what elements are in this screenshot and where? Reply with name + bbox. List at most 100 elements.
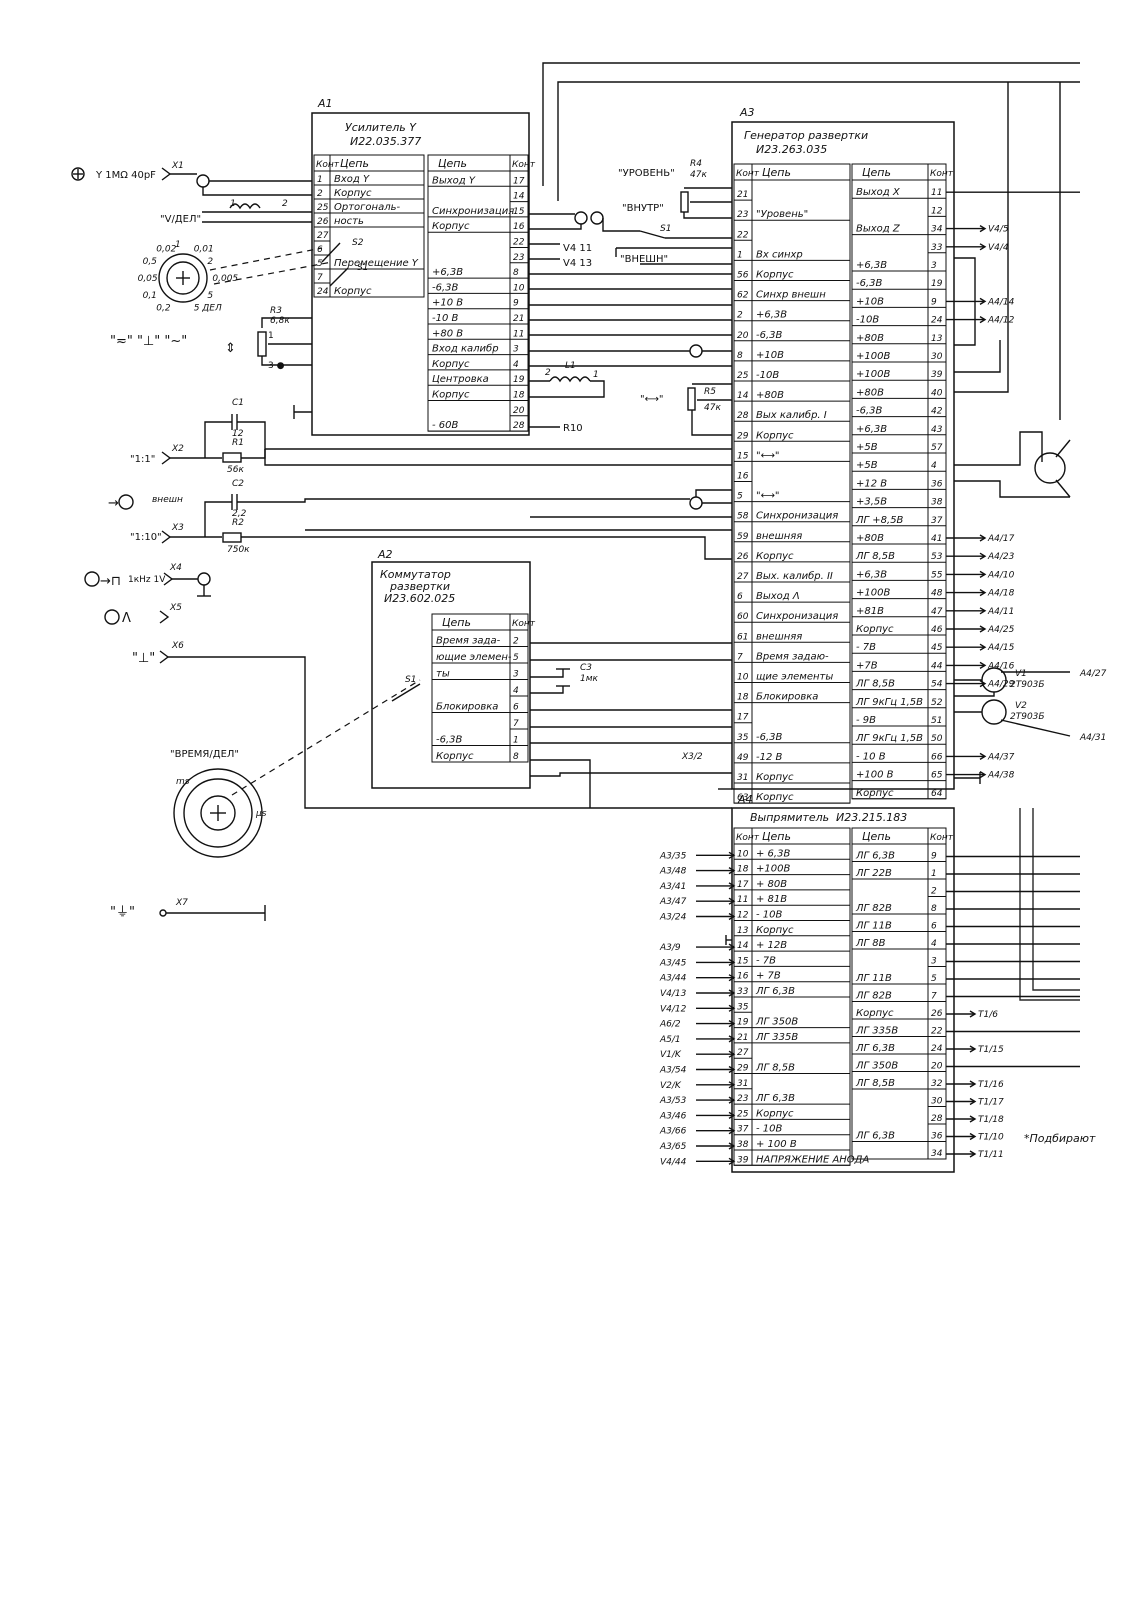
a3-right-pin-44: 44 xyxy=(931,661,943,671)
v1-ref: V1 xyxy=(1015,669,1027,679)
x6-label: "⊥" xyxy=(132,651,155,666)
a3-right-pin-36: 36 xyxy=(931,479,943,489)
a3-right-name-15: +5В xyxy=(856,460,878,471)
time-knob[interactable] xyxy=(200,795,236,831)
a4-right-net-17: T1/11 xyxy=(978,1150,1004,1160)
a3-right-pin-4: 4 xyxy=(931,461,937,471)
a3-left-pin-25: 25 xyxy=(737,371,749,381)
a4-left-pin-31: 31 xyxy=(737,1079,748,1089)
a1-left-name-6: Перемещение Y xyxy=(334,258,419,269)
x3-label: "1:10" xyxy=(130,532,162,543)
a4-left-pin-38: 38 xyxy=(737,1140,749,1150)
a4-right-pin-26: 26 xyxy=(931,1009,943,1019)
a3-right-name-21: +6,3В xyxy=(856,569,887,580)
v2-ref: V2 xyxy=(1015,701,1027,711)
vdel-knob[interactable] xyxy=(166,261,200,295)
a3-left-name-4: Корпус xyxy=(756,270,794,281)
a4-left-name-16: ЛГ 6,3В xyxy=(755,1093,795,1104)
a3-right-pin-53: 53 xyxy=(931,552,943,562)
a3-left-pin-63: 63 xyxy=(737,793,749,803)
transistor-t1-icon xyxy=(1034,452,1066,484)
a3-left-pin-49: 49 xyxy=(737,753,749,763)
vdel-scale-5: 1 xyxy=(175,240,181,250)
a4-left-pin-25: 25 xyxy=(737,1109,749,1119)
a3-right-pin-11: 11 xyxy=(931,188,942,198)
a1-right-pin-19: 19 xyxy=(513,375,525,385)
a1-title: Усилитель Y xyxy=(345,121,417,134)
r4-ref: R4 xyxy=(690,159,702,169)
a3-right-name-17: +3,5В xyxy=(856,497,887,508)
a3-left-name-18: Корпус xyxy=(756,551,794,562)
r1-ref: R1 xyxy=(232,438,244,448)
a3-net-32: A4/38 xyxy=(987,771,1015,781)
a4-left-header-name: Цепь xyxy=(762,830,791,843)
x7-label: "⏚" xyxy=(110,905,135,920)
a3-right-pin-51: 51 xyxy=(931,716,942,726)
a3-left-pin-31: 31 xyxy=(737,773,748,783)
a4-left-pin-16: 16 xyxy=(737,972,749,982)
a4-left-pin-19: 19 xyxy=(737,1018,749,1028)
a3-right-pin-30: 30 xyxy=(931,352,943,362)
a3-left-pin-10: 10 xyxy=(737,673,749,683)
a2-header-pin: Конт xyxy=(512,619,536,629)
a3-left-name-9: -10В xyxy=(756,370,779,381)
a4-left-net-8: A3/44 xyxy=(659,974,687,984)
a4-left-name-18: - 10В xyxy=(756,1124,783,1135)
a4-right-pin-30: 30 xyxy=(931,1097,943,1107)
a4-right-name-13: ЛГ 8,5В xyxy=(855,1078,895,1089)
a4-left-net-16: A3/53 xyxy=(659,1096,687,1106)
r1-value: 56к xyxy=(227,465,244,475)
a4-right-pin-5: 5 xyxy=(931,974,937,984)
a1-right-name-12: Корпус xyxy=(432,359,470,370)
vnutr-label: "ВНУТР" xyxy=(622,203,664,214)
a4-left-name-17: Корпус xyxy=(756,1108,794,1119)
a1-right-name-3: Корпус xyxy=(432,221,470,232)
a1-right-name-11: Вход калибр xyxy=(432,343,499,355)
a1-right-pin-14: 14 xyxy=(513,192,525,202)
r5-ref: R5 xyxy=(704,387,716,397)
a3-right-pin-19: 19 xyxy=(931,279,943,289)
a4-left-name-0: + 6,3В xyxy=(756,848,790,859)
a3-left-name-3: Вх синхр xyxy=(756,249,803,260)
a3-left-pin-59: 59 xyxy=(737,532,749,542)
a3-right-name-24: Корпус xyxy=(856,624,894,635)
a4-right-pin-1: 1 xyxy=(931,869,937,879)
a3-net-19: A4/17 xyxy=(987,534,1015,544)
c3-value: 1мк xyxy=(580,674,599,684)
a4-right-pin-24: 24 xyxy=(931,1044,943,1054)
a3-right-pin-48: 48 xyxy=(931,589,943,599)
a4-right-name-8: ЛГ 82В xyxy=(855,991,892,1002)
a1-right-pin-18: 18 xyxy=(513,391,525,401)
a3-left-pin-22: 22 xyxy=(737,230,749,240)
c2-value: 2,2 xyxy=(232,509,247,519)
a4-left-name-4: - 10В xyxy=(756,910,783,921)
a3-right-pin-64: 64 xyxy=(931,789,943,799)
vdel-label: "V/ДЕЛ" xyxy=(160,214,201,225)
a3-left-pin-62: 62 xyxy=(737,291,749,301)
a1-right-pin-17: 17 xyxy=(513,176,525,186)
l1-pin-1: 1 xyxy=(593,370,599,380)
c2-ref: C2 xyxy=(232,479,244,489)
a1-code: И22.035.377 xyxy=(350,135,421,148)
a3-right-name-20: ЛГ 8,5В xyxy=(855,551,895,562)
s2-label: S2 xyxy=(352,238,364,248)
a4-left-net-14: A3/54 xyxy=(659,1066,687,1076)
a3-left-pin-16: 16 xyxy=(737,472,749,482)
a4-right-name-3: ЛГ 82В xyxy=(855,903,892,914)
l-coil-label-2: 2 xyxy=(282,199,288,209)
a1-right-name-16: - 60В xyxy=(432,420,459,431)
a3-left-name-15: "⟷" xyxy=(756,491,780,502)
a1-right-name-0: Выход Y xyxy=(432,175,476,186)
a3-left-name-13: "⟷" xyxy=(756,450,780,461)
a2-pin-1: 1 xyxy=(513,736,519,746)
a1-left-pin-1: 1 xyxy=(317,175,323,185)
time-div-switch: "ВРЕМЯ/ДЕЛ" ms μs S1 xyxy=(170,675,421,858)
a3-left-name-25: Блокировка xyxy=(756,692,818,703)
a4-left-pin-27: 27 xyxy=(737,1048,749,1058)
a3-left-name-1: "Уровень" xyxy=(756,209,808,220)
a3-right-name-31: - 10 В xyxy=(856,751,886,762)
a3-right-pin-55: 55 xyxy=(931,570,943,580)
block-a2: A2 Коммутатор развертки И23.602.025 Конт… xyxy=(371,548,536,789)
a4-left-pin-14: 14 xyxy=(737,941,749,951)
